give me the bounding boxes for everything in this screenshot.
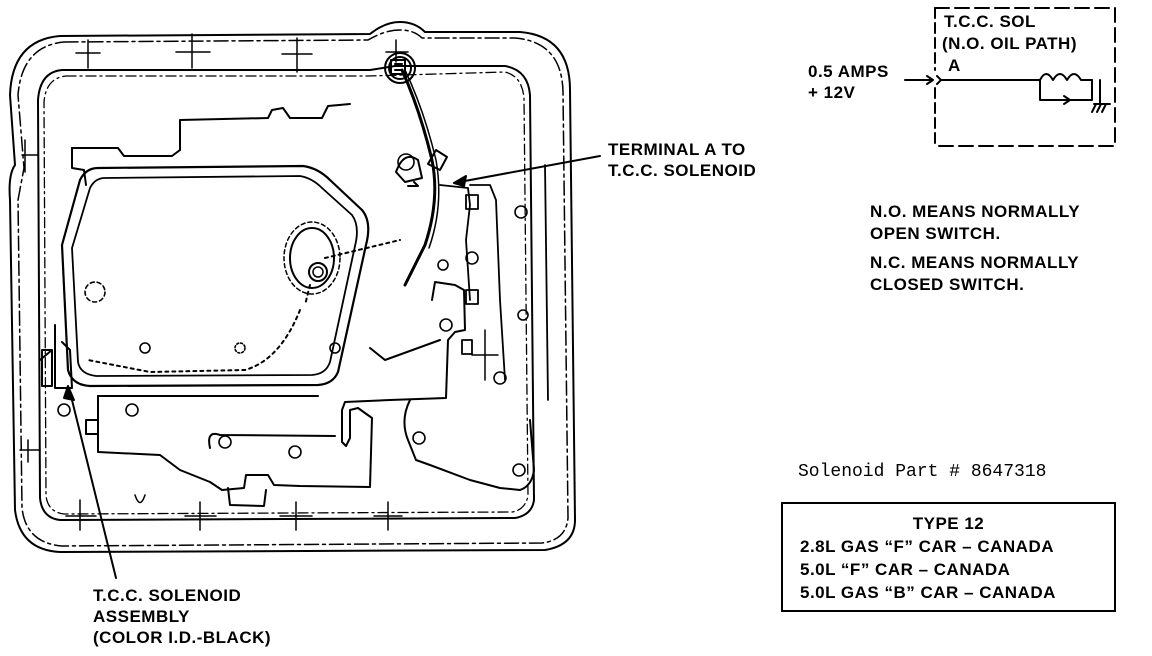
coil-icon bbox=[1039, 73, 1093, 105]
valve-body-lower bbox=[97, 281, 535, 507]
note-normally-closed-1: N.C. MEANS NORMALLY bbox=[870, 253, 1080, 272]
right-bracket bbox=[439, 164, 549, 401]
filter-outline bbox=[60, 164, 370, 388]
hidden-dotted-lines bbox=[87, 239, 401, 373]
supply-voltage: + 12V bbox=[808, 83, 856, 102]
pan-inner-outline bbox=[37, 65, 535, 521]
left-solenoid-bracket bbox=[39, 324, 99, 435]
schematic-title: T.C.C. SOL bbox=[944, 12, 1036, 31]
schematic-subtitle: (N.O. OIL PATH) bbox=[942, 34, 1077, 53]
flange-bolt-marks-top bbox=[21, 33, 409, 173]
terminal-a-leader bbox=[453, 155, 601, 184]
part-number: Solenoid Part # 8647318 bbox=[798, 462, 1047, 482]
tcc-wire bbox=[400, 68, 440, 287]
note-normally-closed-2: CLOSED SWITCH. bbox=[870, 275, 1025, 294]
application-item: 5.0L “F” CAR – CANADA bbox=[800, 560, 1011, 579]
applications-box: TYPE 12 2.8L GAS “F” CAR – CANADA 5.0L “… bbox=[781, 502, 1116, 612]
application-item: 2.8L GAS “F” CAR – CANADA bbox=[800, 537, 1054, 556]
note-normally-open-2: OPEN SWITCH. bbox=[870, 224, 1001, 243]
terminal-label: A bbox=[948, 56, 961, 75]
callout-assembly-1: T.C.C. SOLENOID bbox=[93, 586, 242, 605]
note-normally-open-1: N.O. MEANS NORMALLY bbox=[870, 202, 1081, 221]
case-connector bbox=[384, 52, 416, 84]
wire-clip bbox=[395, 149, 448, 187]
callout-leaders bbox=[63, 155, 601, 579]
assembly-leader bbox=[69, 391, 117, 579]
callout-terminal-a-2: T.C.C. SOLENOID bbox=[608, 161, 757, 180]
callout-terminal-a-1: TERMINAL A TO bbox=[608, 140, 746, 159]
supply-current: 0.5 AMPS bbox=[808, 62, 889, 81]
supply-arrow bbox=[904, 75, 1041, 85]
terminal-a-arrowhead bbox=[453, 175, 467, 187]
pickup-oval bbox=[283, 221, 341, 295]
valve-body-upper bbox=[71, 103, 351, 186]
callout-assembly-2: ASSEMBLY bbox=[93, 607, 190, 626]
pan-outer-outline bbox=[8, 21, 576, 553]
assembly-arrowhead bbox=[63, 385, 75, 401]
callout-assembly-3: (COLOR I.D.-BLACK) bbox=[93, 628, 272, 647]
ground-icon bbox=[1091, 79, 1111, 113]
bolt-holes bbox=[57, 153, 529, 477]
application-item: 5.0L GAS “B” CAR – CANADA bbox=[800, 583, 1056, 602]
schematic-box bbox=[934, 7, 1116, 147]
flange-bolt-marks-bottom bbox=[19, 329, 499, 531]
applications-title: TYPE 12 bbox=[912, 514, 985, 533]
